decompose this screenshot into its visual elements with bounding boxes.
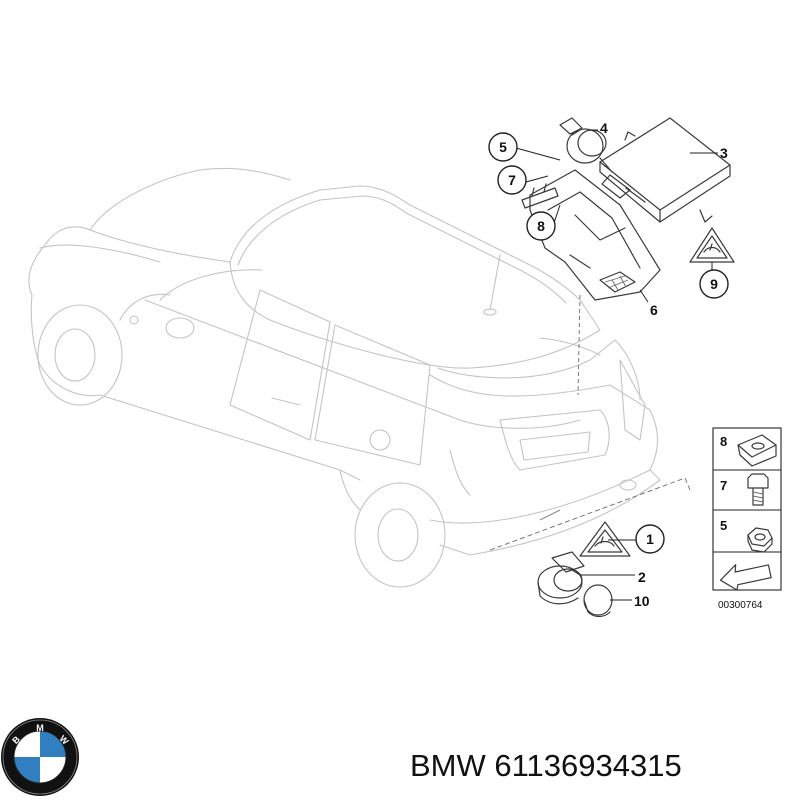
label-3: 3 bbox=[720, 145, 728, 161]
installation-area-lines bbox=[489, 294, 691, 551]
control-unit-part bbox=[599, 117, 731, 223]
hex-nut-icon bbox=[747, 527, 773, 553]
legend-label-5: 5 bbox=[720, 518, 727, 533]
callout-1: 1 bbox=[635, 524, 665, 554]
car-outline bbox=[28, 167, 661, 588]
legend-label-7: 7 bbox=[720, 478, 727, 493]
svg-text:8: 8 bbox=[537, 218, 545, 234]
pdc-sensor-part bbox=[537, 551, 613, 618]
warning-label-part bbox=[689, 227, 735, 263]
label-2: 2 bbox=[638, 569, 646, 585]
direction-arrow-icon bbox=[719, 564, 772, 591]
callout-7: 7 bbox=[497, 165, 527, 195]
label-4: 4 bbox=[600, 120, 608, 136]
label-6: 6 bbox=[650, 302, 658, 318]
legend-label-8: 8 bbox=[720, 434, 727, 449]
part-number-text: BMW 61136934315 bbox=[410, 748, 682, 783]
svg-text:1: 1 bbox=[646, 531, 654, 547]
fastener-legend: 8 7 5 bbox=[712, 427, 782, 591]
label-10: 10 bbox=[634, 593, 650, 609]
mounting-bracket-part bbox=[521, 157, 661, 301]
leader-lines bbox=[515, 129, 718, 601]
bolt-icon bbox=[747, 473, 769, 506]
svg-text:5: 5 bbox=[499, 139, 507, 155]
svg-text:7: 7 bbox=[508, 172, 516, 188]
svg-text:9: 9 bbox=[710, 276, 718, 292]
svg-text:M: M bbox=[36, 723, 44, 733]
drawing-number: 00300764 bbox=[718, 600, 763, 611]
callout-9: 9 bbox=[699, 269, 729, 299]
callout-5: 5 bbox=[488, 132, 518, 162]
warning-label-lower-part bbox=[579, 521, 631, 557]
bmw-logo: B M W bbox=[1, 718, 79, 796]
clip-nut-icon bbox=[737, 434, 777, 467]
callout-8: 8 bbox=[526, 211, 556, 241]
